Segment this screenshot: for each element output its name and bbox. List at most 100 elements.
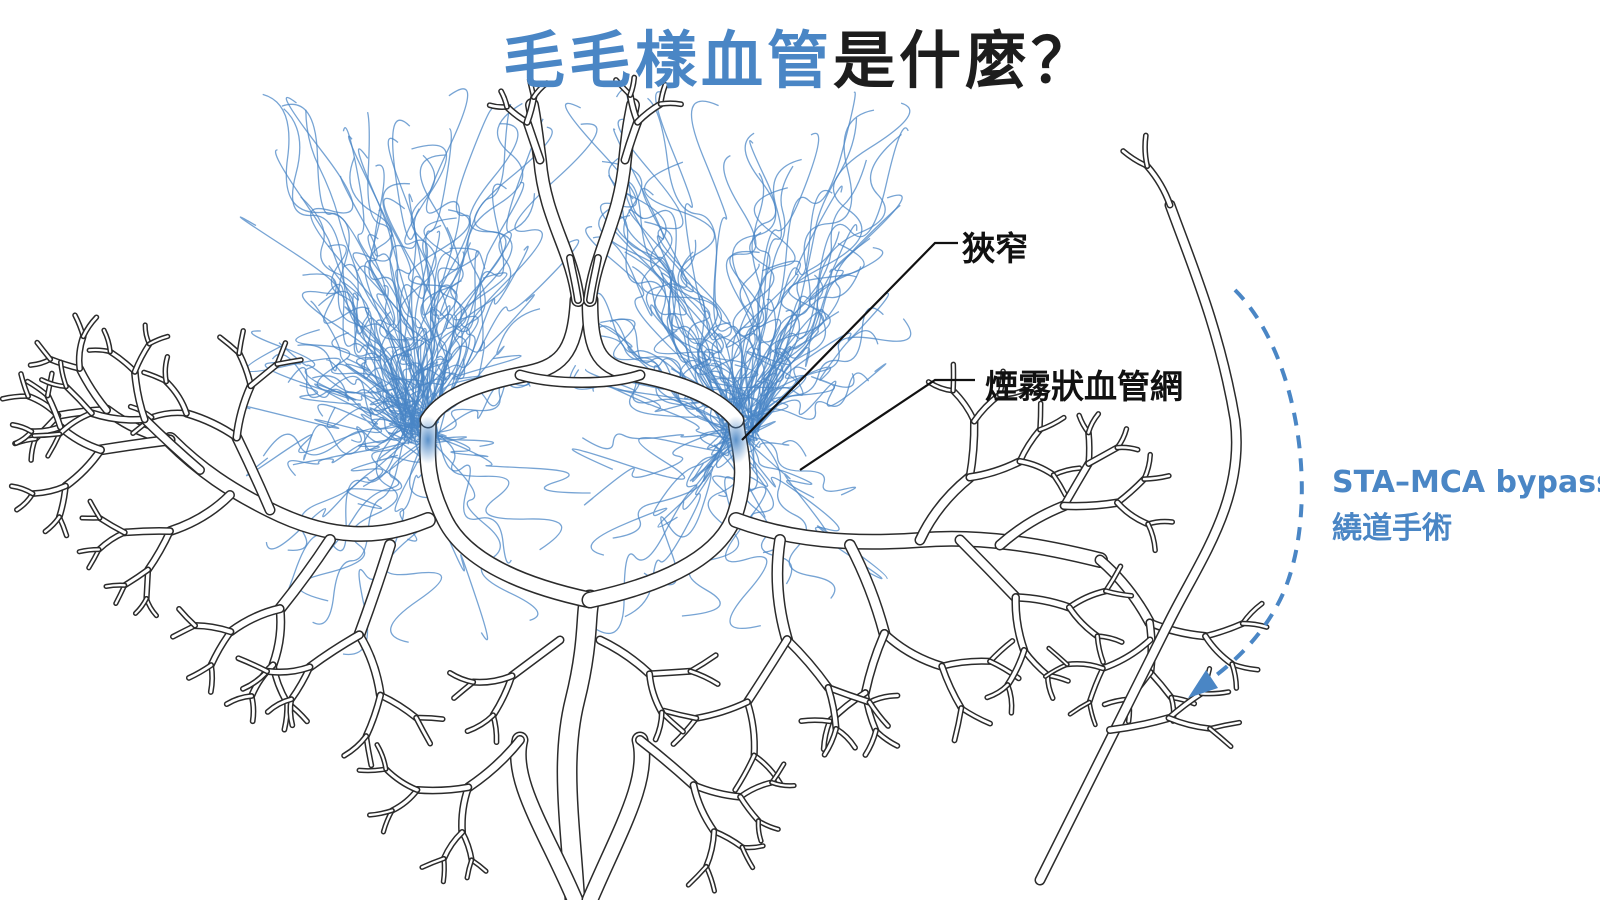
smoke-wisp-right	[739, 172, 771, 417]
mca-right-branch	[694, 699, 750, 721]
posterior-right-branch	[689, 653, 718, 673]
smoke-wisp-left	[387, 137, 420, 437]
smoke-wisp-left	[431, 440, 539, 622]
mca-left-branch	[104, 584, 126, 588]
mca-right-branch	[745, 699, 757, 758]
posterior-right-branch	[654, 711, 664, 741]
smoke-wisp-left	[303, 416, 422, 461]
posterior-left-branch	[508, 637, 563, 679]
mca-left-branch	[97, 530, 127, 552]
mca-right-branch	[862, 630, 888, 696]
smoke-wisp-left	[392, 119, 421, 443]
posterior-left-branch	[448, 671, 475, 684]
mca-left-branch	[364, 693, 383, 739]
mca-right-branch	[1052, 473, 1067, 497]
mca-right-branch	[959, 706, 992, 726]
mca-left-branch	[248, 362, 280, 388]
anterior-left-branch	[499, 89, 509, 109]
mca-left-branch	[134, 597, 148, 615]
small-v-right	[587, 255, 601, 303]
sta-branch	[1088, 666, 1105, 704]
anterior-right-branch	[659, 101, 683, 106]
mca-right-branch	[845, 540, 889, 639]
smoke-wisp-right	[750, 187, 796, 430]
smoke-wisp-left	[352, 148, 421, 435]
posterior-right-branch	[741, 846, 754, 869]
mca-right-branch	[1038, 416, 1066, 431]
mca-left-branch	[227, 605, 284, 635]
bypass-arrowhead	[1188, 670, 1218, 698]
mca-left-branch	[164, 355, 169, 383]
smoke-wisp-left	[433, 102, 524, 433]
mca-left-branch	[275, 358, 303, 366]
smoke-network-label: 煙霧狀血管網	[985, 367, 1183, 406]
mca-right-branch	[1067, 605, 1100, 638]
posterior-left-branch	[375, 743, 387, 771]
posterior-left-branch	[420, 857, 445, 869]
smoke-wisp-left	[339, 175, 430, 439]
stenosis-label: 狹窄	[962, 229, 1028, 268]
mca-left-branch	[342, 734, 368, 758]
mca-left-branch	[269, 605, 284, 669]
mca-right-branch	[1013, 594, 1073, 611]
smoke-wisp-right	[710, 362, 731, 430]
vessel-tree	[0, 74, 1270, 900]
posterior-left-branch	[384, 767, 419, 792]
mca-right-branch	[799, 718, 832, 723]
smoke-wisp-left	[421, 123, 598, 439]
mca-left-branch	[114, 584, 126, 605]
smoke-wisp-right	[585, 426, 733, 634]
mca-left-branch	[218, 335, 241, 355]
mca-right-branch	[1096, 556, 1154, 627]
stenosis-highlight-right	[722, 416, 750, 464]
title-rest: 是什麼？	[833, 24, 1098, 97]
mca-left-branch	[30, 484, 68, 496]
mca-left-branch	[236, 656, 269, 673]
mca-right-branch	[953, 706, 963, 742]
smoke-wisp-right	[747, 435, 857, 496]
title-highlight: 毛毛樣血管	[502, 24, 833, 97]
smoke-wisp-right	[736, 165, 794, 418]
smoke-wisp-right	[743, 432, 807, 457]
smoke-wisp-right	[720, 246, 884, 422]
basilar-trunk	[558, 591, 599, 900]
mca-right-branch	[1116, 446, 1139, 451]
sta-branch	[1100, 638, 1152, 671]
mca-left-branch	[164, 379, 189, 416]
mca-left-branch	[225, 694, 253, 706]
mca-left-branch	[232, 433, 274, 514]
smoke-wisp-right	[571, 426, 754, 480]
posterior-right-branch	[770, 781, 796, 787]
mca-left-branch	[414, 716, 432, 745]
posterior-left-branch	[471, 673, 514, 685]
trunk-right-base	[583, 733, 649, 900]
mca-right-branch	[996, 501, 1068, 549]
mca-left-branch	[89, 410, 148, 423]
mca-right-branch	[744, 636, 791, 706]
mca-right-branch	[1005, 648, 1026, 687]
smoke-wisp-left	[295, 328, 407, 419]
posterior-left-branch	[442, 857, 446, 883]
mca-right-branch	[1142, 474, 1171, 481]
mca-left-branch	[266, 697, 293, 714]
stenosis-leader-line	[741, 241, 958, 441]
smoke-network-leader-line	[799, 378, 975, 471]
mca-left-branch	[82, 315, 98, 338]
smoke-wisp-left	[383, 197, 438, 439]
ring-top-bridge	[516, 371, 644, 387]
stenosis-highlight-left	[414, 416, 442, 464]
posterior-left-branch	[452, 680, 475, 700]
smoke-wisp-right	[748, 102, 911, 421]
mca-left-branch	[108, 350, 137, 374]
smoke-wisp-left	[287, 366, 440, 424]
bypass-label-line2: 繞道手術	[1332, 511, 1452, 546]
smoke-wisp-right	[750, 117, 858, 431]
posterior-left-branch	[466, 858, 473, 879]
smoke-wisp-left	[342, 281, 421, 439]
mca-right-branch	[784, 636, 832, 691]
mca-right-branch	[916, 473, 974, 544]
posterior-left-branch	[414, 784, 471, 793]
smoke-wisp-left	[327, 244, 405, 421]
mca-left-branch	[11, 423, 33, 433]
sta-branch	[1167, 716, 1212, 731]
